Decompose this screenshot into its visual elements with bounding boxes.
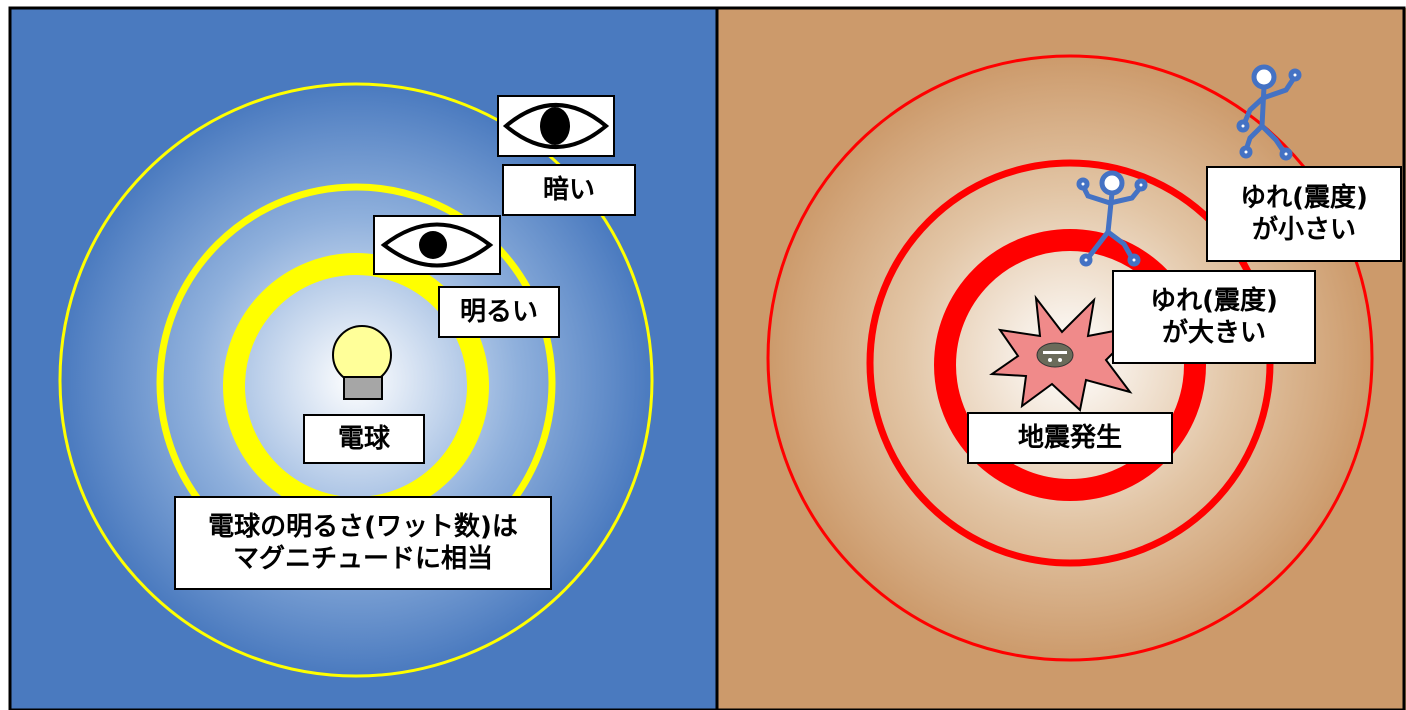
bright-label: 明るい bbox=[438, 286, 560, 338]
large-shaking-line2: が大きい bbox=[1161, 318, 1266, 348]
shaking-ring-inner bbox=[934, 229, 1206, 501]
lightbulb-icon bbox=[332, 325, 392, 400]
magnitude-caption: 電球の明るさ(ワット数)は マグニチュードに相当 bbox=[174, 496, 552, 590]
small-shaking-label: ゆれ(震度) が小さい bbox=[1206, 166, 1402, 262]
person-shaking-icon-far bbox=[1236, 64, 1302, 161]
shaking-ring-outer bbox=[766, 54, 1374, 662]
magnitude-caption-line2: マグニチュードに相当 bbox=[232, 544, 493, 574]
magnitude-caption-line1: 電球の明るさ(ワット数)は bbox=[208, 511, 518, 542]
dark-label-text: 暗い bbox=[542, 174, 595, 205]
large-shaking-label: ゆれ(震度) が大きい bbox=[1112, 270, 1316, 364]
small-shaking-line2: が小さい bbox=[1251, 215, 1356, 245]
small-shaking-line1: ゆれ(震度) bbox=[1240, 182, 1368, 213]
explosion-icon bbox=[989, 294, 1144, 412]
eye-icon-near bbox=[373, 215, 501, 275]
right-panel bbox=[718, 8, 1406, 710]
dark-label: 暗い bbox=[502, 164, 636, 216]
light-ring-outer bbox=[58, 82, 654, 678]
person-shaking-icon-near bbox=[1076, 170, 1148, 267]
large-shaking-line1: ゆれ(震度) bbox=[1150, 285, 1278, 316]
outer-frame bbox=[8, 6, 1406, 710]
bright-label-text: 明るい bbox=[459, 296, 538, 327]
epicenter-label-text: 地震発生 bbox=[1017, 422, 1122, 453]
bulb-label: 電球 bbox=[303, 414, 425, 464]
epicenter-label: 地震発生 bbox=[967, 412, 1173, 464]
left-panel bbox=[10, 8, 716, 710]
eye-icon-far bbox=[497, 95, 615, 157]
bulb-label-text: 電球 bbox=[337, 423, 390, 454]
